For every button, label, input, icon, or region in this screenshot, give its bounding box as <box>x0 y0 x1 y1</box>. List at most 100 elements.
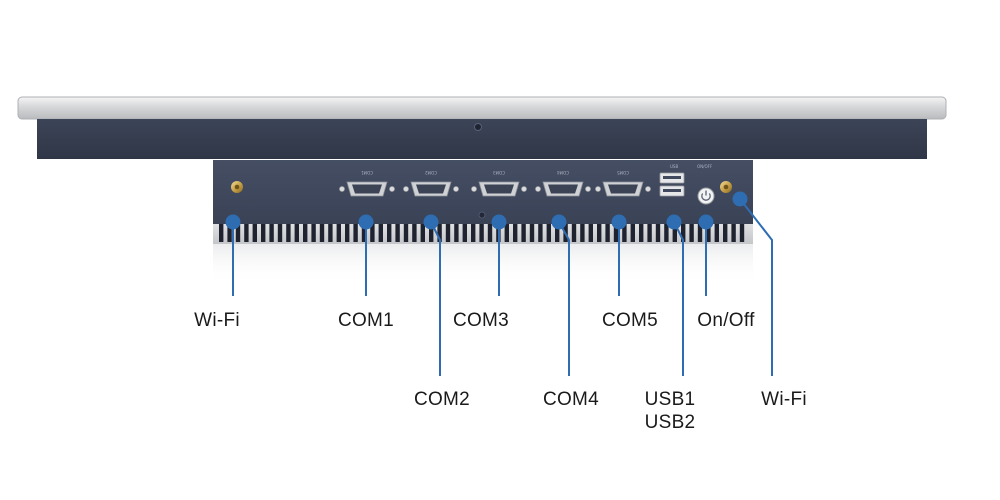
usb-ports: USB <box>659 164 685 197</box>
callout-com1: COM1 <box>338 214 394 331</box>
callout-power: On/Off <box>697 214 755 331</box>
power-button: ON/OFF <box>697 164 715 205</box>
com-panel-label: COM1 <box>361 170 373 175</box>
fin-slot <box>555 224 560 242</box>
fin-slot <box>697 224 703 242</box>
fin-slot <box>546 224 551 242</box>
fin-slot <box>319 224 325 242</box>
fin-slot <box>429 224 434 242</box>
fin-slot <box>328 224 333 242</box>
fin-slot <box>227 224 232 242</box>
fin-slot <box>286 224 291 242</box>
callout-label-com1: COM1 <box>338 310 394 331</box>
callout-label-com2: COM2 <box>414 389 470 410</box>
fin-slot <box>723 224 728 242</box>
fin-slot <box>664 224 669 242</box>
fin-slot <box>395 224 400 242</box>
callout-label-com4: COM4 <box>543 389 599 410</box>
fin-slot <box>235 224 241 242</box>
fin-slot <box>294 224 299 242</box>
callout-label-wifi-left: Wi-Fi <box>194 310 240 331</box>
fin-slot <box>622 224 627 242</box>
callout-com2: COM2 <box>414 214 470 410</box>
callout-label-wifi-right: Wi-Fi <box>761 389 807 410</box>
fin-slot <box>244 224 249 242</box>
callout-dot <box>732 191 748 207</box>
com-port-5: COM5 <box>595 170 651 197</box>
fin-slot <box>630 224 635 242</box>
callout-dot <box>423 214 439 230</box>
panel-screw <box>478 211 486 219</box>
fin-slot <box>613 224 619 242</box>
callout-dot <box>358 214 374 230</box>
fin-slot <box>437 224 442 242</box>
fin-slot <box>219 224 224 242</box>
callout-line <box>739 198 773 376</box>
callout-dot <box>551 214 567 230</box>
monitor-body <box>37 119 927 159</box>
fin-slot <box>513 224 518 242</box>
callout-label-usb: USB2 <box>645 412 696 433</box>
com-port-1: COM1 <box>339 170 395 197</box>
com-port-4: COM4 <box>535 170 591 197</box>
fin-slot <box>412 224 417 242</box>
fin-slot <box>471 224 476 242</box>
fin-slot <box>739 224 745 242</box>
callout-label-usb: USB1 <box>645 389 696 410</box>
com-panel-label: COM2 <box>425 170 437 175</box>
fin-slot <box>277 224 283 242</box>
fin-slot <box>647 224 652 242</box>
com-panel-label: COM3 <box>493 170 505 175</box>
fin-slot <box>387 224 392 242</box>
monitor-bezel <box>17 96 947 120</box>
fin-slot <box>336 224 341 242</box>
fin-slot <box>462 224 467 242</box>
fin-slot <box>588 224 593 242</box>
com-panel-label: COM4 <box>557 170 569 175</box>
fin-slot <box>529 224 535 242</box>
callout-dot <box>491 214 507 230</box>
fin-slot <box>580 224 585 242</box>
fin-slot <box>672 224 677 242</box>
fin-slot <box>538 224 543 242</box>
fin-slot <box>361 224 367 242</box>
fin-slot <box>731 224 736 242</box>
fin-slot <box>445 224 451 242</box>
fin-slot <box>269 224 274 242</box>
callout-wifi-right: Wi-Fi <box>732 191 807 410</box>
com-port-2: COM2 <box>403 170 459 197</box>
callout-wifi-left: Wi-Fi <box>194 214 241 331</box>
fin-slot <box>345 224 350 242</box>
fin-slot <box>311 224 316 242</box>
callout-com3: COM3 <box>453 214 509 331</box>
com-panel-label: COM5 <box>617 170 629 175</box>
fin-slot <box>689 224 694 242</box>
fin-slot <box>571 224 577 242</box>
callout-label-power: On/Off <box>697 310 755 331</box>
fin-slot <box>370 224 375 242</box>
callout-dot <box>666 214 682 230</box>
power-panel-label: ON/OFF <box>697 164 713 169</box>
fin-slot <box>706 224 711 242</box>
fin-slot <box>521 224 526 242</box>
fin-slot <box>655 224 661 242</box>
callout-dot <box>225 214 241 230</box>
fin-slot <box>504 224 509 242</box>
fin-slot <box>479 224 484 242</box>
callout-label-com5: COM5 <box>602 310 658 331</box>
fin-slot <box>403 224 409 242</box>
fin-slot <box>639 224 644 242</box>
fin-slot <box>261 224 266 242</box>
fin-slot <box>681 224 686 242</box>
fin-slot <box>252 224 257 242</box>
callout-com5: COM5 <box>602 214 658 331</box>
usb-panel-label: USB <box>670 164 678 169</box>
callout-dot <box>698 214 714 230</box>
fin-slot <box>605 224 610 242</box>
fin-slot <box>597 224 602 242</box>
fin-slot <box>378 224 383 242</box>
callout-dot <box>611 214 627 230</box>
fin-slot <box>420 224 425 242</box>
